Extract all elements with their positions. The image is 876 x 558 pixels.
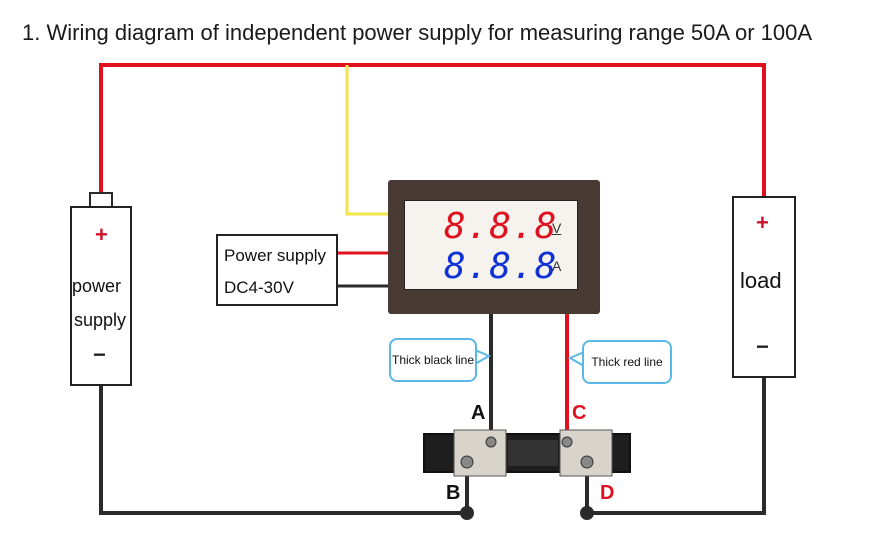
terminal-b: B bbox=[446, 482, 461, 504]
shunt-screw-d bbox=[580, 455, 594, 469]
power-supply-label: Power supply bbox=[224, 246, 327, 265]
load-box bbox=[732, 196, 796, 378]
shunt-screw-a bbox=[485, 436, 497, 448]
terminal-c: C bbox=[572, 402, 587, 424]
battery-plus: + bbox=[95, 222, 108, 247]
voltage-digits: 8.8.8 bbox=[444, 206, 558, 247]
power-supply-voltage: DC4-30V bbox=[224, 278, 294, 297]
power-supply-box bbox=[216, 234, 338, 306]
current-unit: A bbox=[552, 258, 562, 274]
battery-label-line1: power bbox=[72, 276, 122, 296]
callout-thick-black-line: Thick black line bbox=[389, 338, 477, 382]
terminal-d: D bbox=[600, 482, 615, 504]
black-wire-bottom-left bbox=[99, 384, 469, 515]
battery-label-line2: supply bbox=[74, 310, 127, 330]
junction-b bbox=[460, 506, 474, 520]
shunt-screw-c bbox=[561, 436, 573, 448]
yellow-wire bbox=[345, 65, 390, 216]
battery-box bbox=[70, 206, 132, 386]
terminal-a: A bbox=[471, 402, 486, 424]
callout-thick-red-line: Thick red line bbox=[582, 340, 672, 384]
black-wire-bottom-right bbox=[585, 376, 766, 515]
current-digits: 8.8.8 bbox=[444, 246, 558, 287]
load-minus: − bbox=[756, 334, 769, 359]
meter-screen bbox=[404, 200, 578, 290]
voltage-unit: V bbox=[552, 220, 562, 236]
load-label: load bbox=[740, 268, 782, 293]
shunt-middle bbox=[508, 440, 558, 466]
junction-d bbox=[580, 506, 594, 520]
load-plus: + bbox=[756, 210, 769, 235]
callout-black-pointer bbox=[474, 348, 492, 366]
shunt-screw-b bbox=[460, 455, 474, 469]
red-wire-top bbox=[99, 63, 766, 197]
battery-terminal bbox=[89, 192, 113, 208]
battery-minus: − bbox=[93, 342, 106, 367]
diagram-title: 1. Wiring diagram of independent power s… bbox=[22, 20, 813, 45]
shunt-left-plate bbox=[453, 429, 507, 477]
